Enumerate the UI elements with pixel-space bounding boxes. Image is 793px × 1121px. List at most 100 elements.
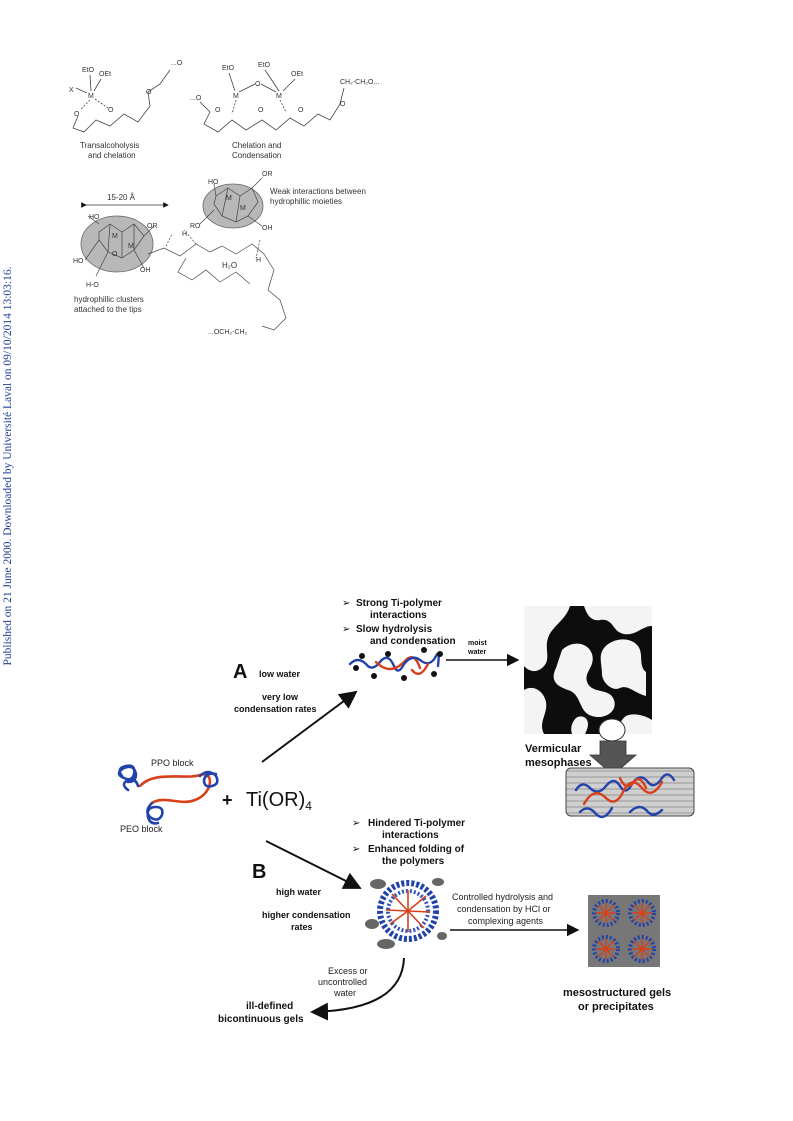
polymer-chain-a — [348, 647, 443, 681]
block-copolymer — [117, 764, 219, 825]
label-metal: M — [112, 233, 118, 240]
label-h: H — [256, 257, 261, 264]
caption-chelation-and: Chelation and — [232, 141, 281, 150]
ti-species-dots — [353, 647, 443, 681]
label-metal: M — [233, 93, 239, 100]
mesostructure-image — [588, 895, 660, 967]
label-moist: moist — [468, 640, 487, 647]
svg-text:➢: ➢ — [352, 818, 360, 829]
caption-hydrophilic-moieties: hydrophillic moieties — [270, 197, 342, 206]
label-o: O — [215, 107, 221, 114]
bullet-slow-hydrolysis: Slow hydrolysis — [356, 624, 433, 635]
label-h: H — [182, 231, 187, 238]
label-oet: OEt — [99, 71, 111, 78]
cluster-right — [202, 183, 264, 229]
pathway-a-letter: A — [233, 661, 247, 683]
label-very-low: very low — [262, 692, 299, 702]
label-oet: OEt — [291, 71, 303, 78]
label-ho: HO — [73, 258, 84, 265]
label-o: O — [112, 251, 118, 258]
label-mesophases: mesophases — [525, 757, 592, 769]
formula-titanium-alkoxide: Ti(OR)4 — [246, 789, 312, 813]
label-o: O — [298, 107, 304, 114]
label-chain-end: ...O — [171, 60, 183, 67]
label-controlled-1: Controlled hydrolysis and — [452, 892, 553, 902]
bullet-slow-hydrolysis-2: and condensation — [370, 636, 456, 647]
label-o: O — [74, 111, 80, 118]
caption-weak-interactions: Weak interactions between — [270, 187, 366, 196]
plus-sign: + — [222, 790, 233, 810]
label-ho: HO — [208, 179, 219, 186]
label-oh: OH — [140, 267, 151, 274]
label-ill-defined: ill-defined — [246, 1001, 293, 1012]
label-ro: RO — [190, 223, 201, 230]
arrow-pathway-b — [265, 840, 362, 889]
bullet-hindered-interactions-2: interactions — [382, 830, 439, 841]
label-mesostructured-gels: mesostructured gels — [563, 987, 671, 999]
caption-hydrophilic-clusters: hydrophillic clusters — [74, 295, 144, 304]
label-low-water: low water — [259, 669, 301, 679]
label-excess: Excess or — [328, 966, 368, 976]
arrow-pathway-a — [261, 690, 358, 763]
bullet-hindered-interactions: Hindered Ti-polymer — [368, 818, 465, 829]
label-o: O — [258, 107, 264, 114]
cluster-left — [80, 215, 154, 273]
label-ppo-block: PPO block — [151, 758, 194, 768]
zoom-arrow — [588, 740, 638, 776]
label-chain-end: ...O — [190, 95, 202, 102]
label-rates: rates — [291, 922, 313, 932]
label-water-excess: water — [333, 988, 356, 998]
label-bridge-o: O — [255, 81, 261, 88]
structure-hydrophilic-clusters: 15-20 Å HO OR HO OH H-O M M O HO OR RO — [73, 171, 366, 336]
label-metal: M — [240, 205, 246, 212]
label-eto: EtO — [82, 67, 95, 74]
label-vermicular: Vermicular — [525, 743, 582, 755]
label-controlled-3: complexing agents — [468, 916, 544, 926]
structure-transalcoholysis: X EtO OEt M ...O O O O Transalcoholysis … — [69, 60, 183, 160]
label-o: O — [108, 107, 114, 114]
label-metal: M — [226, 195, 232, 202]
label-or: OR — [147, 223, 158, 230]
arrow-excess-water — [310, 957, 405, 1021]
label-bicontinuous-gels: bicontinuous gels — [218, 1014, 304, 1025]
svg-text:➢: ➢ — [352, 844, 360, 855]
label-h-o: H-O — [86, 282, 99, 289]
bullet-strong-interactions-2: interactions — [370, 610, 427, 621]
label-o: O — [340, 101, 346, 108]
bullet-enhanced-folding-2: the polymers — [382, 856, 445, 867]
label-x: X — [69, 87, 74, 94]
label-or-precipitates: or precipitates — [578, 1001, 654, 1013]
caption-attached-to-tips: attached to the tips — [74, 305, 142, 314]
label-peo-block: PEO block — [120, 824, 163, 834]
caption-condensation: Condensation — [232, 151, 281, 160]
pathway-a-bullets: ➢ Strong Ti-polymer interactions ➢ Slow … — [342, 598, 456, 647]
label-och2-ch2: ...OCH₂-CH₂ — [208, 329, 248, 336]
label-cluster-size: 15-20 Å — [107, 193, 136, 202]
label-eto: EtO — [258, 62, 271, 69]
label-ch2-ch2o: CH₂-CH₂O... — [340, 79, 379, 86]
label-uncontrolled: uncontrolled — [318, 977, 367, 987]
svg-text:➢: ➢ — [342, 598, 350, 609]
label-water: water — [467, 649, 487, 656]
bullet-enhanced-folding: Enhanced folding of — [368, 844, 465, 855]
label-higher-condensation: higher condensation — [262, 910, 351, 920]
label-oh: OH — [262, 225, 273, 232]
micelle-cluster — [365, 878, 447, 949]
label-metal: M — [88, 93, 94, 100]
structure-chelation-condensation: EtO EtO OEt CH₂-CH₂O... ...O M M O O O O… — [190, 62, 379, 160]
label-high-water: high water — [276, 887, 322, 897]
label-o: O — [146, 89, 152, 96]
label-metal: M — [128, 243, 134, 250]
mesophase-zoom-box — [565, 767, 695, 819]
pathway-b-bullets: ➢ Hindered Ti-polymer interactions ➢ Enh… — [352, 818, 465, 867]
label-condensation-rates: condensation rates — [234, 704, 317, 714]
vermicular-mesophase-image — [524, 606, 652, 742]
caption-transalcoholysis: Transalcoholysis — [80, 141, 139, 150]
pathway-b-letter: B — [252, 861, 266, 883]
label-controlled-2: condensation by HCl or — [457, 904, 551, 914]
label-eto: EtO — [222, 65, 235, 72]
label-water: H₂O — [222, 261, 237, 270]
caption-chelation: and chelation — [88, 151, 136, 160]
bullet-strong-interactions: Strong Ti-polymer — [356, 598, 442, 609]
